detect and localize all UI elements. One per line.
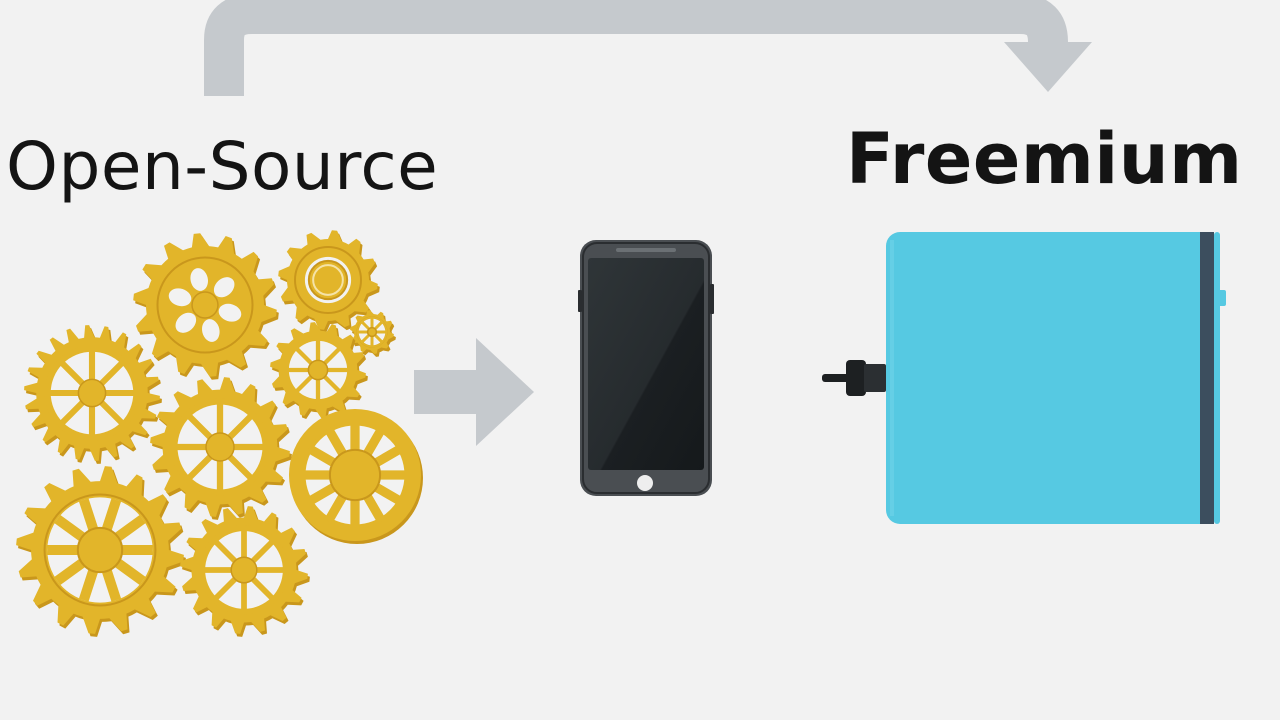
gear-icon <box>278 230 380 333</box>
gear-icon <box>289 409 423 544</box>
freemium-label: Freemium <box>846 118 1243 200</box>
gear-icon <box>24 325 162 464</box>
plug-icon <box>822 360 886 396</box>
gear-icon <box>16 466 186 637</box>
open-source-label: Open-Source <box>6 128 439 205</box>
smartphone-icon <box>578 240 714 496</box>
curved-arrow-icon <box>204 0 1092 96</box>
gear-icon <box>150 377 292 520</box>
gears-cluster-icon <box>16 230 423 637</box>
gear-icon <box>133 233 279 380</box>
right-arrow-icon <box>414 338 534 446</box>
gear-icon <box>350 310 396 357</box>
gear-icon <box>180 506 310 637</box>
tablet-icon <box>886 232 1226 524</box>
gear-icon <box>270 322 368 421</box>
